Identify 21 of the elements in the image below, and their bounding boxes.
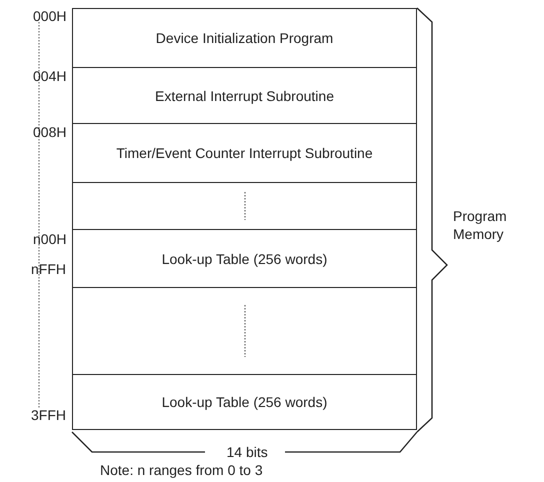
note-text: Note: n ranges from 0 to 3 xyxy=(100,462,263,478)
row-text: Timer/Event Counter Interrupt Subroutine xyxy=(116,145,373,161)
row-text: External Interrupt Subroutine xyxy=(155,88,334,104)
dimension-label: 14 bits xyxy=(224,444,270,460)
address-label: n00H xyxy=(33,231,66,247)
memory-row xyxy=(72,230,417,288)
memory-row xyxy=(72,68,417,124)
address-label: 004H xyxy=(33,68,66,84)
row-text: Look-up Table (256 words) xyxy=(162,250,328,266)
row-text: Look-up Table (256 words) xyxy=(162,394,328,410)
address-label: 000H xyxy=(33,8,66,24)
memory-row xyxy=(72,375,417,430)
address-label: nFFH xyxy=(31,261,66,277)
memory-row xyxy=(72,183,417,230)
address-label: 008H xyxy=(33,124,66,140)
address-label: 3FFH xyxy=(31,407,66,423)
memory-row xyxy=(72,8,417,68)
row-text: Device Initialization Program xyxy=(156,30,334,46)
memory-label: Program Memory xyxy=(453,207,508,243)
memory-row xyxy=(72,124,417,183)
memory-row xyxy=(72,288,417,375)
